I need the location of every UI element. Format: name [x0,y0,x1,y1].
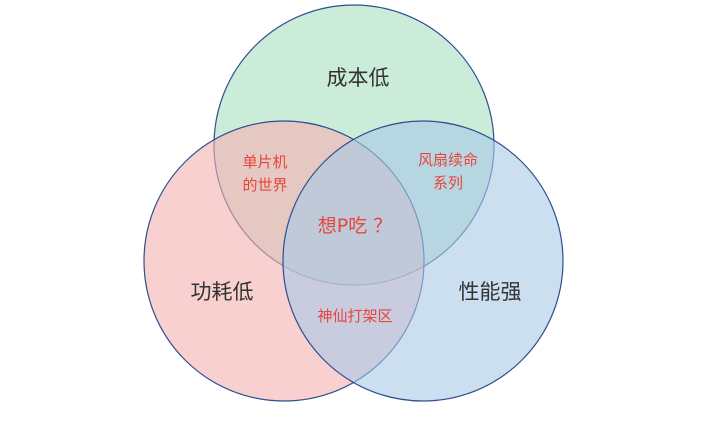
overlap-all: 想P吃 ？ [318,215,393,237]
circle-perf [282,120,564,402]
label-power: 功耗低 [191,280,254,304]
label-cost: 成本低 [327,66,390,90]
circle-group [143,4,564,402]
overlap-cost-power-line2: 的世界 [242,176,287,194]
overlap-cost-power-line1: 单片机 [242,153,287,171]
overlap-power-perf: 神仙打架区 [317,307,392,325]
overlap-cost-perf-line2: 系列 [433,174,463,192]
label-perf: 性能强 [459,280,522,304]
overlap-cost-perf-line1: 风扇续命 [418,151,478,169]
